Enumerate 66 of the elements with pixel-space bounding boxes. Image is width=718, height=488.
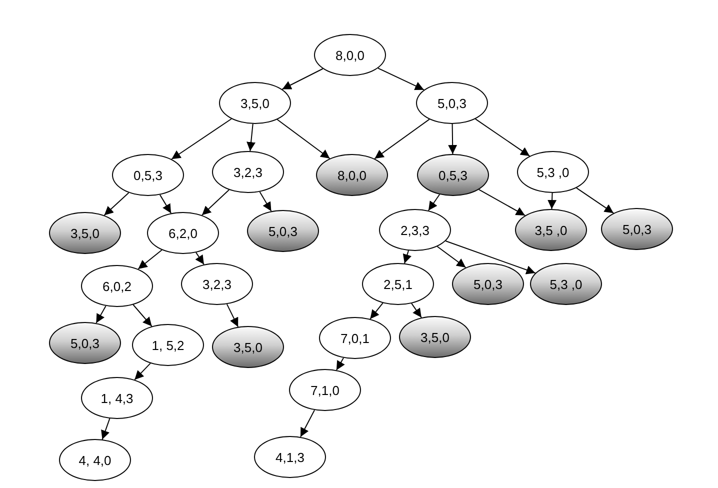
arrow	[195, 252, 204, 265]
state-label: 4, 4,0	[78, 452, 112, 468]
state-label: 1, 4,3	[100, 390, 134, 406]
arrow	[134, 362, 151, 380]
arrow	[171, 118, 232, 160]
arrow	[374, 118, 430, 160]
state-label: 3,5,0	[240, 96, 270, 110]
arrow	[478, 189, 526, 216]
arrow	[202, 189, 230, 216]
state-label: 0,5,3	[438, 168, 468, 182]
arrow	[411, 302, 422, 318]
state-label: 3,2,3	[202, 276, 232, 292]
state-label: 7,1,0	[310, 382, 340, 398]
state-label: 3,2,3	[234, 164, 262, 180]
state-label: 5,3 ,0	[550, 276, 582, 292]
state-label: 3,5,0	[234, 340, 262, 354]
state-label: 8,0,0	[336, 48, 364, 62]
state-label: 5,0,3	[622, 222, 652, 236]
arrow	[548, 192, 557, 210]
arrow	[378, 68, 424, 90]
arrow	[226, 304, 239, 328]
state-label: 0,5,3	[134, 168, 162, 182]
state-label: 3,5,0	[420, 330, 450, 344]
state-label: 6,2,0	[168, 226, 198, 240]
arrow	[276, 119, 330, 159]
state-label: 8,0,0	[338, 168, 366, 182]
state-label: 1, 5,2	[152, 338, 184, 352]
state-label: 4,1,3	[276, 450, 304, 464]
arrow	[370, 302, 384, 320]
state-label: 2,3,3	[400, 222, 430, 238]
state-label: 5,3 ,0	[536, 164, 570, 180]
arrow	[336, 357, 345, 371]
arrow	[259, 191, 272, 212]
state-label: 5,0,3	[268, 224, 298, 238]
arrow	[445, 240, 536, 274]
arrow	[474, 118, 530, 157]
arrow	[96, 305, 106, 324]
state-ellipse	[219, 82, 291, 124]
arrow	[104, 192, 130, 216]
state-ellipse	[416, 82, 488, 124]
state-ellipse	[379, 209, 451, 251]
shaded-state-ellipse	[530, 263, 602, 305]
arrow	[436, 246, 466, 268]
arrow	[138, 250, 162, 270]
arrow	[300, 410, 315, 438]
shaded-state-ellipse	[515, 209, 587, 251]
arrow	[428, 194, 440, 212]
arrow	[246, 123, 256, 152]
arrow	[576, 187, 614, 214]
state-label: 3,5 ,0	[534, 222, 568, 238]
state-label: 7,0,1	[340, 330, 370, 346]
arrow	[402, 250, 412, 264]
arrow	[448, 124, 458, 154]
arrow	[132, 304, 152, 327]
arrow	[159, 194, 172, 214]
shaded-state-ellipse	[452, 263, 524, 305]
state-label: 2,5,1	[384, 276, 412, 292]
state-label: 5,0,3	[438, 96, 466, 110]
state-label: 5,0,3	[474, 276, 502, 292]
state-ellipse	[314, 34, 386, 76]
state-label: 5,0,3	[70, 336, 100, 350]
arrow	[101, 418, 110, 440]
shaded-state-ellipse	[417, 154, 489, 196]
arrow	[282, 68, 324, 90]
state-label: 6,0,2	[102, 278, 132, 294]
state-label: 3,5,0	[70, 226, 100, 240]
